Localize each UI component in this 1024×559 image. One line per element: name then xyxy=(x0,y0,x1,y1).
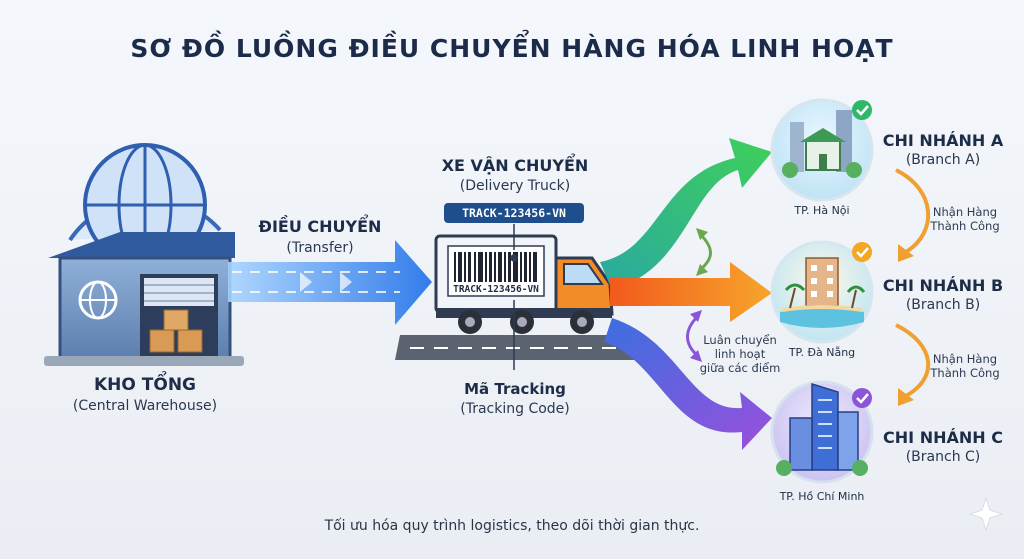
sparkle-icon xyxy=(968,496,1004,532)
branch-b-icon xyxy=(770,240,874,344)
branch-c-subtitle: (Branch C) xyxy=(905,449,981,465)
rotate-line-2: linh hoạt xyxy=(714,347,766,361)
branch-b-title: CHI NHÁNH B xyxy=(882,276,1004,295)
receive-line-2: Thành Công xyxy=(930,366,1000,380)
warehouse-subtitle: (Central Warehouse) xyxy=(72,398,218,414)
tracking-subtitle: (Tracking Code) xyxy=(460,401,570,417)
arrow-to-branch-a xyxy=(600,138,772,290)
page-title: SƠ ĐỒ LUỒNG ĐIỀU CHUYỂN HÀNG HÓA LINH HO… xyxy=(130,34,894,63)
warehouse-icon xyxy=(44,143,244,366)
transfer-title: ĐIỀU CHUYỂN xyxy=(258,217,382,236)
branch-c-icon xyxy=(770,380,874,484)
receive-line-1: Nhận Hàng xyxy=(932,205,998,219)
transfer-subtitle: (Transfer) xyxy=(286,240,354,256)
receive-note-a-b: Nhận Hàng Thành Công xyxy=(910,205,1020,233)
branch-a-subtitle: (Branch A) xyxy=(905,152,981,168)
tracking-title: Mã Tracking xyxy=(464,380,566,398)
branch-a-icon xyxy=(770,98,874,202)
road xyxy=(395,335,660,360)
branch-c-title: CHI NHÁNH C xyxy=(883,428,1003,447)
rotate-line-1: Luân chuyển xyxy=(703,333,777,347)
receive-arrow-b-c xyxy=(895,323,931,406)
swap-arrow-top xyxy=(696,228,712,276)
truck-subtitle: (Delivery Truck) xyxy=(459,178,571,194)
truck-icon xyxy=(434,234,614,334)
barcode-text: TRACK-123456-VN xyxy=(453,284,539,295)
transfer-arrow xyxy=(228,240,432,325)
receive-line-2: Thành Công xyxy=(930,219,1000,233)
footer-caption: Tối ưu hóa quy trình logistics, theo dõi… xyxy=(324,518,700,534)
receive-arrow-a-b xyxy=(895,168,931,262)
branch-a-title: CHI NHÁNH A xyxy=(882,131,1004,150)
receive-line-1: Nhận Hàng xyxy=(932,352,998,366)
tracking-connector xyxy=(510,224,518,370)
truck-title: XE VẬN CHUYỂN xyxy=(441,156,589,175)
branch-c-city: TP. Hồ Chí Minh xyxy=(779,490,865,503)
branch-a-city: TP. Hà Nội xyxy=(794,204,850,217)
arrow-to-branch-c xyxy=(604,318,772,450)
warehouse-title: KHO TỔNG xyxy=(94,375,196,395)
branch-b-city: TP. Đà Nẵng xyxy=(788,346,856,359)
arrow-to-branch-b xyxy=(610,262,772,322)
rotate-line-3: giữa các điểm xyxy=(699,361,781,375)
swap-arrow-bottom xyxy=(686,310,702,362)
tracking-tag: TRACK-123456-VN xyxy=(444,203,584,223)
receive-note-b-c: Nhận Hàng Thành Công xyxy=(910,352,1020,380)
branch-b-subtitle: (Branch B) xyxy=(905,297,981,313)
rotate-note: Luân chuyển linh hoạt giữa các điểm xyxy=(690,333,790,375)
